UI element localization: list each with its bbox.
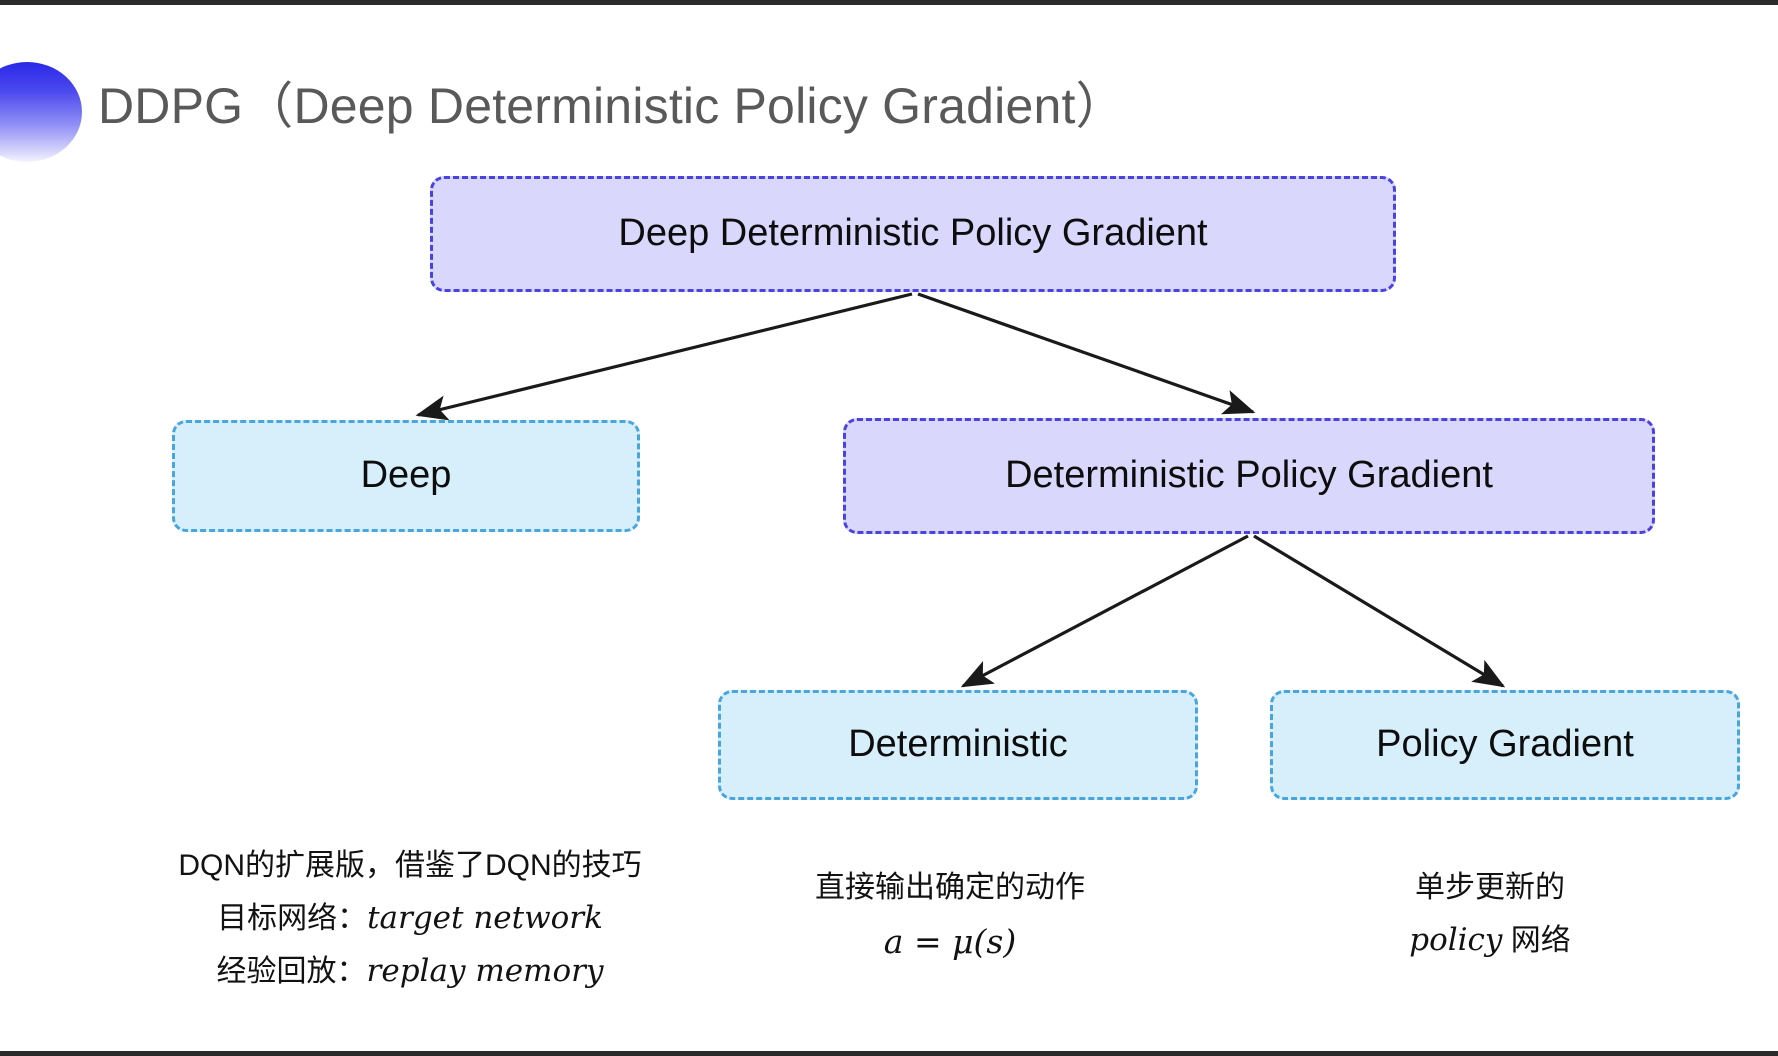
node-deep[interactable]: Deep	[172, 420, 640, 532]
caption-deterministic-formula: a = μ(s)	[883, 921, 1017, 961]
caption-deep-line3-term: replay memory	[366, 952, 604, 989]
caption-policy-gradient-line1: 单步更新的	[1415, 871, 1565, 904]
node-deterministic-policy-gradient[interactable]: Deterministic Policy Gradient	[843, 418, 1655, 534]
caption-policy-gradient-term: policy	[1409, 921, 1503, 958]
gradient-half-circle-icon	[0, 62, 82, 162]
caption-deep-line2-label: 目标网络：	[217, 901, 368, 935]
caption-deep-line3: 经验回放：replay memory	[150, 945, 670, 998]
slide-top-rule	[0, 0, 1778, 5]
edge-root-to-dpg	[917, 292, 1256, 415]
caption-policy-gradient: 单步更新的 policy 网络	[1325, 862, 1655, 967]
node-deep-deterministic-policy-gradient[interactable]: Deep Deterministic Policy Gradient	[430, 176, 1396, 292]
edge-dpg-to-deterministic	[960, 534, 1249, 688]
edge-dpg-to-policy-gradient	[1253, 534, 1506, 688]
slide-header: DDPG（Deep Deterministic Policy Gradient）	[0, 62, 1778, 172]
caption-deterministic: 直接输出确定的动作 a = μ(s)	[780, 862, 1120, 970]
caption-deep-line3-label: 经验回放：	[216, 954, 367, 988]
caption-deep: DQN的扩展版，借鉴了DQN的技巧 目标网络：target network 经验…	[150, 840, 670, 998]
caption-deep-line1: DQN的扩展版，借鉴了DQN的技巧	[178, 849, 642, 882]
node-deterministic[interactable]: Deterministic	[718, 690, 1198, 800]
slide-bottom-rule	[0, 1051, 1778, 1056]
edge-root-to-deep	[415, 292, 913, 421]
page-title: DDPG（Deep Deterministic Policy Gradient）	[98, 78, 1126, 134]
caption-deep-line2-term: target network	[367, 899, 603, 936]
node-policy-gradient[interactable]: Policy Gradient	[1270, 690, 1740, 800]
caption-deterministic-line1: 直接输出确定的动作	[815, 871, 1085, 904]
caption-policy-gradient-line2: policy 网络	[1325, 914, 1655, 967]
caption-deep-line2: 目标网络：target network	[150, 892, 670, 945]
caption-policy-gradient-tail: 网络	[1510, 923, 1571, 957]
